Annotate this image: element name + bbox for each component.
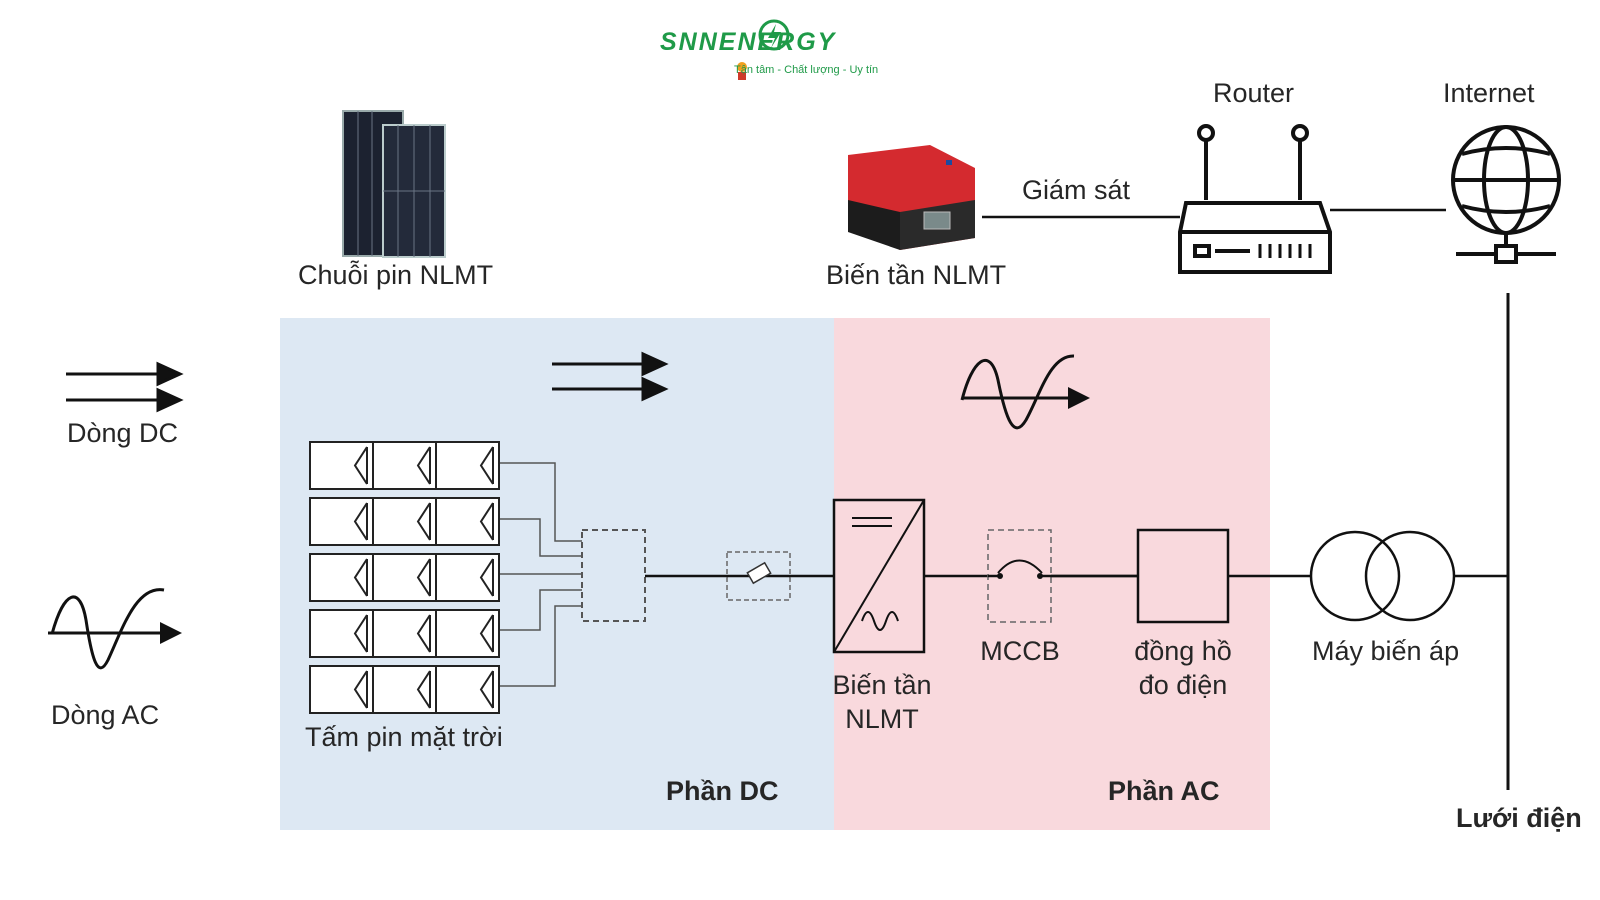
solar-cell	[372, 497, 437, 546]
cell-marker	[416, 446, 431, 485]
cell-marker	[353, 558, 368, 597]
transformer-icon	[1309, 530, 1456, 622]
solar-cell	[309, 441, 374, 490]
ac-zone	[834, 318, 1270, 830]
cell-marker	[416, 670, 431, 709]
fuse-icon	[726, 551, 791, 601]
panels-label: Tấm pin mặt trời	[305, 722, 503, 752]
solar-cell	[435, 497, 500, 546]
ac-zone-title: Phần AC	[1108, 776, 1220, 806]
cell-marker	[353, 502, 368, 541]
solar-cell	[309, 497, 374, 546]
dc-zone-title: Phần DC	[666, 776, 779, 806]
cell-marker	[479, 502, 494, 541]
solar-cell	[372, 609, 437, 658]
solar-cell	[435, 553, 500, 602]
ac-zone-wave	[960, 354, 1090, 430]
brand-name: SNNENERGY	[660, 28, 837, 56]
inverter-device-label: Biến tần NLMT	[826, 260, 1007, 290]
transformer-label: Máy biến áp	[1312, 636, 1460, 666]
cell-marker	[353, 446, 368, 485]
brand-tagline: Tận tâm - Chất lượng - Uy tín	[734, 64, 879, 76]
cell-marker	[479, 446, 494, 485]
solar-cell	[309, 553, 374, 602]
combiner-box	[581, 529, 646, 622]
solar-panel-array	[309, 441, 500, 714]
string-wires	[500, 462, 582, 687]
meter-label-2: đo điện	[1138, 670, 1228, 700]
meter-label-1: đồng hồ	[1134, 636, 1232, 666]
monitoring-label: Giám sát	[1022, 175, 1131, 205]
ac-legend-wave	[48, 588, 182, 670]
mccb-label: MCCB	[980, 636, 1060, 666]
dc-zone-arrows	[552, 351, 669, 402]
inverter-symbol-label-2: NLMT	[845, 704, 919, 734]
solar-cell	[435, 665, 500, 714]
cell-marker	[416, 614, 431, 653]
router-icon	[1178, 124, 1332, 274]
brand-header: SNNENERGY Tận tâm - Chất lượng - Uy tín	[660, 28, 910, 80]
dc-legend-arrows	[66, 361, 184, 413]
solar-cell	[435, 441, 500, 490]
solar-cell	[372, 665, 437, 714]
grid-label: Lưới điện	[1456, 803, 1582, 833]
ac-legend-label: Dòng AC	[51, 700, 160, 730]
cell-marker	[416, 558, 431, 597]
brand-logo-mark	[737, 19, 790, 80]
solar-panel-icon	[342, 110, 446, 258]
solar-cell	[309, 665, 374, 714]
globe-icon	[1451, 125, 1561, 264]
router-label: Router	[1213, 78, 1295, 108]
dc-legend-label: Dòng DC	[67, 418, 179, 448]
solar-string-label: Chuỗi pin NLMT	[298, 260, 494, 290]
cell-marker	[479, 670, 494, 709]
inverter-device-icon	[848, 145, 975, 250]
cell-marker	[353, 614, 368, 653]
cell-marker	[416, 502, 431, 541]
mccb-icon	[987, 529, 1052, 623]
solar-cell	[372, 441, 437, 490]
cell-marker	[479, 614, 494, 653]
solar-cell	[309, 609, 374, 658]
solar-cell	[435, 609, 500, 658]
internet-label: Internet	[1443, 78, 1535, 108]
inverter-symbol-label-1: Biến tần	[832, 670, 932, 700]
cell-marker	[353, 670, 368, 709]
solar-cell	[372, 553, 437, 602]
cell-marker	[479, 558, 494, 597]
